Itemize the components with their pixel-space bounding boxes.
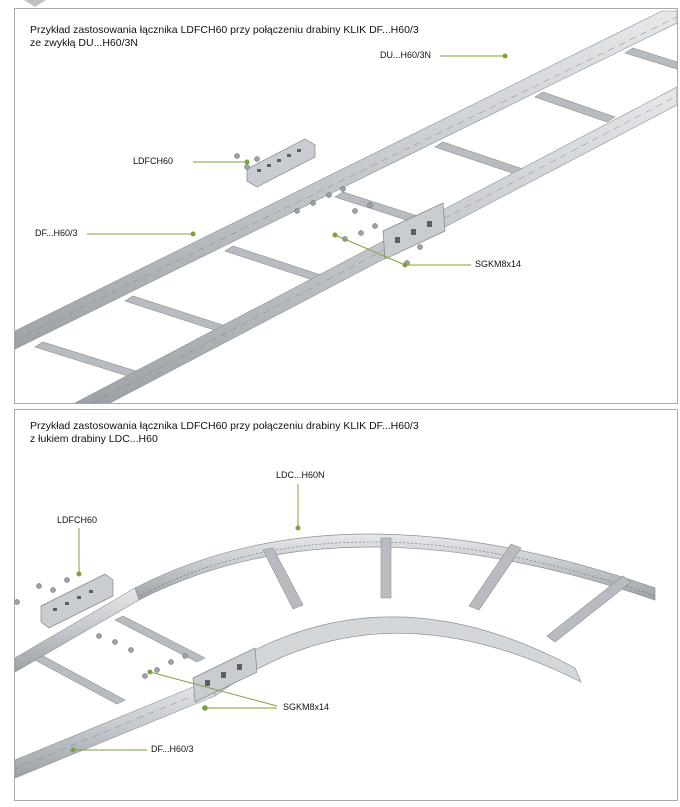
ladder-back-rail [15,10,677,350]
straight-ladder [15,587,216,779]
label-leader-lines [70,484,301,753]
label-df-h60-3: DF...H60/3 [35,228,78,238]
label-sgkm8x14: SGKM8x14 [475,259,522,269]
label-df-h60-3: DF...H60/3 [151,744,194,754]
panel-caption: Przykład zastosowania łącznika LDFCH60 p… [30,24,419,49]
bend-outer-rail [134,533,656,601]
ldfch60-connector [246,138,316,188]
example-panel-ladder-bend: Przykład zastosowania łącznika LDFCH60 p… [14,409,678,801]
label-ldfch60: LDFCH60 [133,156,174,166]
example-panel-straight-ladder: Przykład zastosowania łącznika LDFCH60 p… [14,8,678,404]
label-ldc-h60n: LDC...H60N [276,470,325,480]
label-leader-lines [87,53,508,268]
label-du-h60-3n: DU...H60/3N [380,50,432,60]
bend-inner-rail [204,616,582,697]
ladder-rungs [34,47,677,383]
panel-caption: Przykład zastosowania łącznika LDFCH60 p… [30,420,419,445]
bolts-sgkm8x14 [15,577,208,711]
corner-marker-icon [24,0,46,7]
label-sgkm8x14: SGKM8x14 [283,702,330,712]
ladder-front-rail [74,86,677,403]
label-ldfch60: LDFCH60 [57,515,98,525]
joint-connector [192,647,258,703]
joint-connector [382,202,446,260]
ladder-bend-illustration [15,484,656,779]
straight-ladder-illustration [15,10,677,403]
bend-rungs [262,537,632,643]
ldfch60-connector [40,573,114,629]
